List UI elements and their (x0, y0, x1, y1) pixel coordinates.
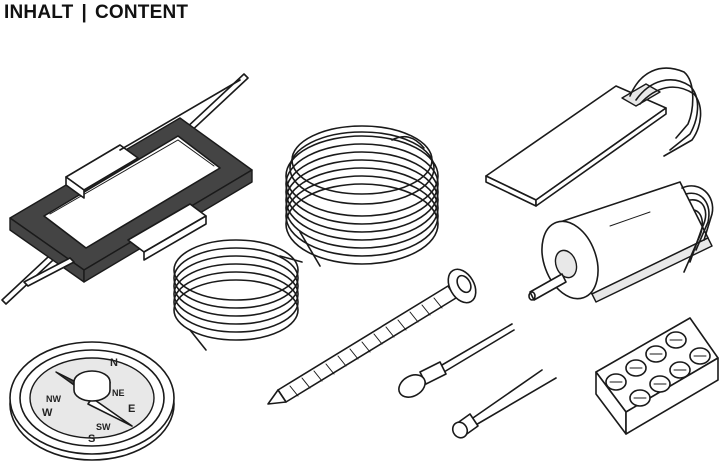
compass-label-northeast: NE (112, 388, 125, 398)
compass-label-north: N (110, 357, 118, 369)
small-wire-coil-icon (173, 239, 303, 351)
terminal-block-icon (595, 317, 719, 435)
light-bulb-icon (398, 323, 515, 398)
copper-wire-coil-icon (285, 125, 439, 267)
electric-motor-icon (528, 181, 714, 303)
rectangular-iron-core-icon (1, 73, 253, 305)
compass-label-south: S (88, 433, 95, 445)
compass-label-northwest: NW (46, 394, 61, 404)
title-german: INHALT (4, 2, 74, 23)
compass-label-southwest: SW (96, 422, 111, 432)
page-title: INHALT | CONTENT (4, 2, 188, 24)
compass-icon: N E S W NW SW NE (9, 341, 175, 461)
title-english: CONTENT (94, 2, 189, 23)
compass-label-west: W (42, 407, 53, 419)
metal-plate-with-wires-icon (485, 67, 702, 207)
compass-label-east: E (128, 403, 135, 415)
title-separator: | (81, 2, 87, 23)
led-icon (451, 369, 557, 439)
large-screw-icon (267, 268, 477, 405)
